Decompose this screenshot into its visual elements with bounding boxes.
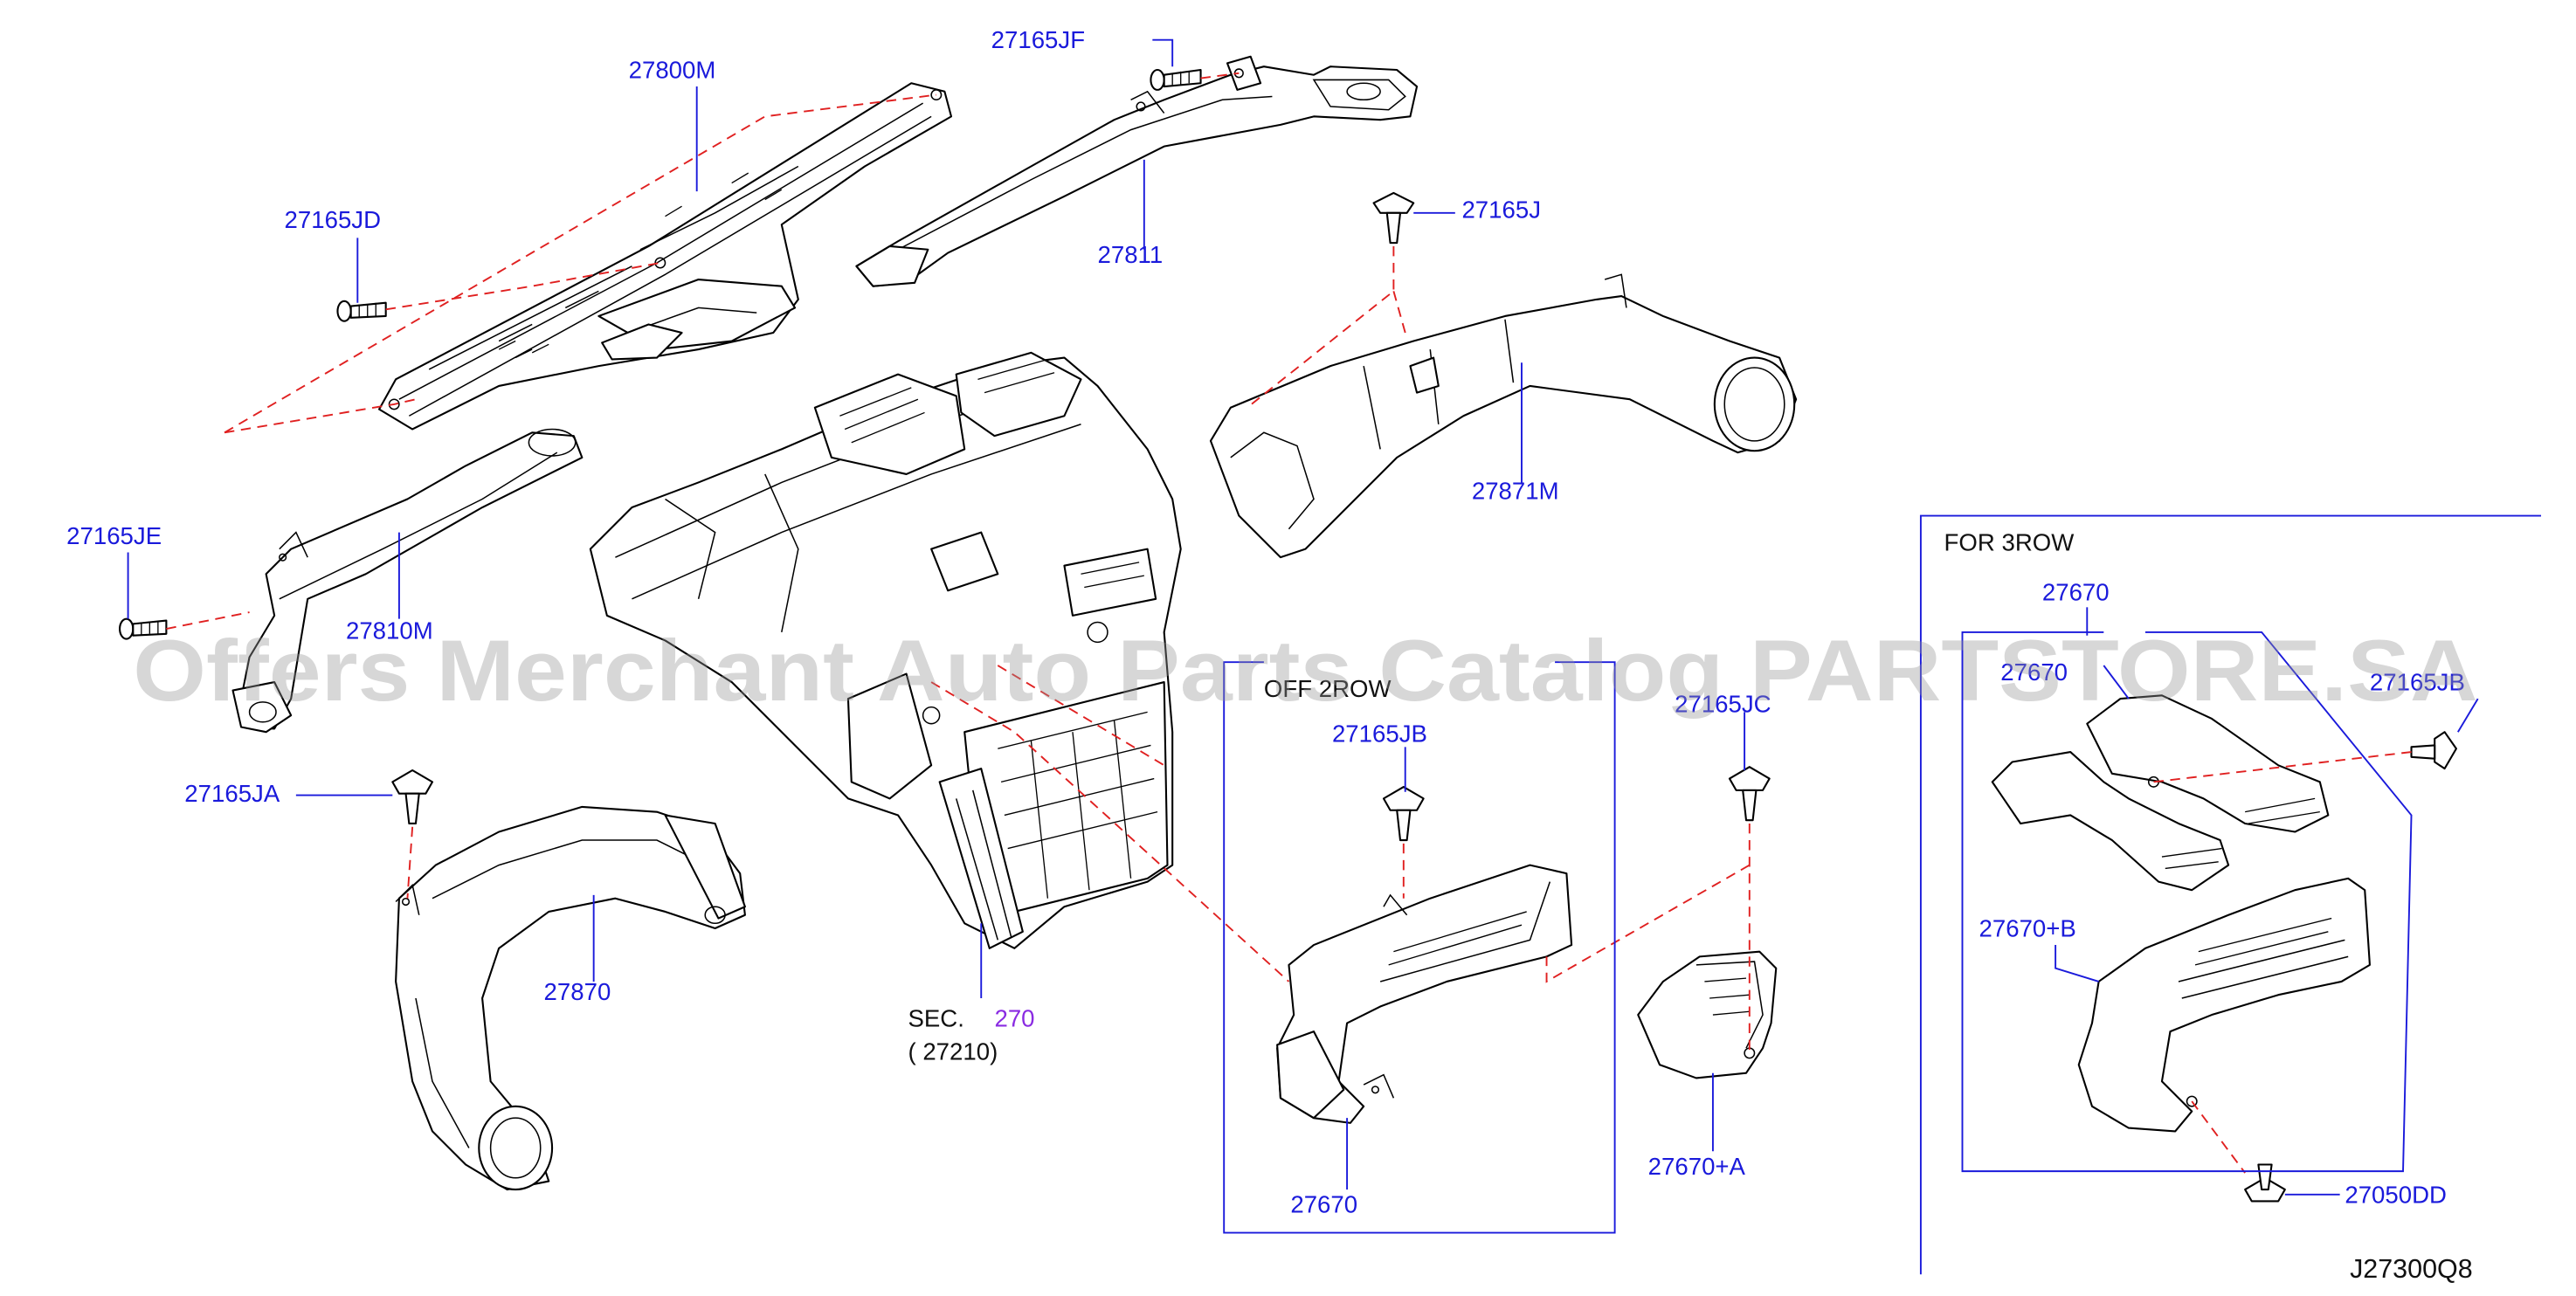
section-ref-number[interactable]: 270 <box>994 1004 1034 1031</box>
inset-middle-title: OFF 2ROW <box>1264 675 1392 702</box>
part-27670-right-upper[interactable] <box>1991 694 2330 892</box>
label-27870[interactable]: 27870 <box>544 978 611 1005</box>
part-27670-b[interactable] <box>2077 877 2371 1133</box>
inset-box-right-outer <box>1919 514 2542 1275</box>
section-ref-sub: ( 27210) <box>908 1037 998 1065</box>
part-27670-a[interactable] <box>1637 950 1778 1079</box>
label-27165jc[interactable]: 27165JC <box>1675 690 1771 717</box>
bolt-27165jf-icon <box>1150 68 1202 91</box>
clip-27165j-icon <box>1372 191 1415 245</box>
label-27800m[interactable]: 27800M <box>629 57 716 84</box>
clip-27165jc-icon <box>1728 766 1771 822</box>
label-27670-middle[interactable]: 27670 <box>1290 1191 1357 1218</box>
diagram-code: J27300Q8 <box>2350 1254 2473 1284</box>
label-27871m[interactable]: 27871M <box>1472 477 1559 504</box>
label-27165je[interactable]: 27165JE <box>66 522 162 549</box>
clip-27165ja-icon <box>391 769 434 825</box>
part-27800m[interactable] <box>378 82 953 431</box>
leader-lines <box>127 38 2479 1196</box>
clip-right-inset-icon <box>2410 731 2457 770</box>
hvac-unit-sec-270[interactable] <box>589 351 1182 949</box>
label-27165jf[interactable]: 27165JF <box>991 26 1085 53</box>
inset-right-title: FOR 3ROW <box>1944 529 2075 556</box>
alignment-dashed-lines <box>166 72 2412 1174</box>
part-27870[interactable] <box>395 805 746 1191</box>
clip-27165jb-icon <box>1382 786 1425 842</box>
watermark: Offers Merchant Auto Parts Catalog PARTS… <box>133 622 2477 719</box>
label-27165jb[interactable]: 27165JB <box>1332 720 1427 748</box>
label-27670-b[interactable]: 27670+B <box>1979 915 2076 942</box>
label-27811[interactable]: 27811 <box>1098 241 1164 268</box>
part-27871m[interactable] <box>1209 273 1798 559</box>
label-27670-right[interactable]: 27670 <box>2042 579 2110 606</box>
label-27670-a[interactable]: 27670+A <box>1648 1153 1746 1180</box>
label-27165ja[interactable]: 27165JA <box>184 780 280 807</box>
part-27811[interactable] <box>855 55 1419 287</box>
section-ref-prefix: SEC. <box>908 1004 963 1031</box>
bolt-27165je-icon <box>119 617 168 640</box>
bolt-27165jd-icon <box>336 300 387 322</box>
label-27670-right-2[interactable]: 27670 <box>2000 658 2068 686</box>
part-27670-middle[interactable] <box>1276 864 1573 1124</box>
part-27810m[interactable] <box>231 428 584 734</box>
inset-box-middle <box>1223 661 1616 1234</box>
label-27165-right[interactable]: 27165JB <box>2370 669 2465 696</box>
clip-27050dd-icon <box>2244 1163 2286 1203</box>
inset-box-right-inner <box>1961 631 2413 1173</box>
label-27050dd[interactable]: 27050DD <box>2345 1181 2447 1208</box>
label-27165j[interactable]: 27165J <box>1461 196 1541 224</box>
label-27810m[interactable]: 27810M <box>346 617 433 645</box>
part-labels: 27800M 27165JF 27165JD 27811 27165J 2787… <box>66 26 2472 1284</box>
label-27165jd[interactable]: 27165JD <box>285 206 381 233</box>
